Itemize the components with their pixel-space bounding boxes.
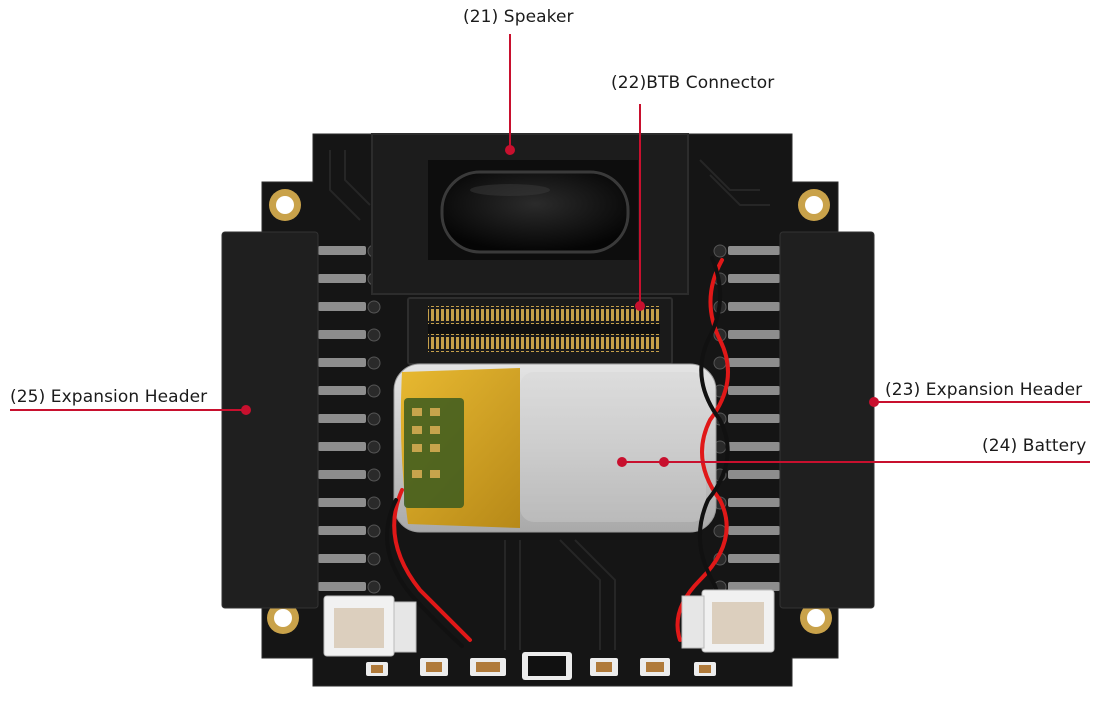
header-pin [728,442,780,451]
pcb-traces [329,150,770,650]
header-pin [318,358,366,367]
jst-connector-left [323,595,417,657]
header-pin [728,330,780,339]
battery-callout-dot-2 [659,457,669,467]
pin-pad [367,580,381,594]
battery-callout-dot-1 [617,457,627,467]
header-pin [728,274,780,283]
pin-pad [367,328,381,342]
speaker-assembly [371,133,689,295]
callout-dots [241,145,879,467]
header-pin [318,582,366,591]
header-pin [318,302,366,311]
right-header-callout-dot [869,397,879,407]
expansion-header-right-label: (23) Expansion Header [885,380,1083,400]
pin-pad [367,300,381,314]
btb-connector-label: (22)BTB Connector [611,73,775,93]
battery [393,363,717,533]
header-pin [318,330,366,339]
expansion-header-left-label: (25) Expansion Header [10,387,208,407]
header-pin [728,498,780,507]
header-pin [728,470,780,479]
btb-connector [407,297,673,365]
left-header-callout-dot [241,405,251,415]
header-pin [318,526,366,535]
header-pin [318,246,366,255]
right-expansion-header [779,231,875,609]
pin-pad [367,496,381,510]
bottom-pads [366,652,716,680]
pin-pad [367,356,381,370]
speaker-label: (21) Speaker [463,7,574,27]
header-pin [728,582,780,591]
pin-pad [713,356,727,370]
pin-pad [367,468,381,482]
mounting-hole-top-left [269,189,301,221]
pin-pad [367,412,381,426]
callout-lines [10,34,1090,463]
mounting-hole-bottom-left [267,602,299,634]
header-pin [728,554,780,563]
header-pin [318,414,366,423]
header-pin [728,302,780,311]
pin-pad [713,244,727,258]
left-expansion-header [221,231,319,609]
header-pin [728,358,780,367]
header-pin [728,386,780,395]
header-pin [318,442,366,451]
btb-callout-dot [635,301,645,311]
pin-pad [367,440,381,454]
pin-pad [367,552,381,566]
battery-label: (24) Battery [982,436,1087,456]
header-pin [728,246,780,255]
header-pin [318,498,366,507]
battery-wires [385,256,730,648]
header-pin [318,554,366,563]
pin-pad [367,384,381,398]
header-pin [318,386,366,395]
header-pin [728,414,780,423]
mounting-hole-top-right [798,189,830,221]
mounting-hole-bottom-right [800,602,832,634]
header-pin [318,470,366,479]
speaker-callout-dot [505,145,515,155]
header-pin [318,274,366,283]
jst-connector-right [681,589,775,653]
header-pin [728,526,780,535]
pin-pad [367,524,381,538]
